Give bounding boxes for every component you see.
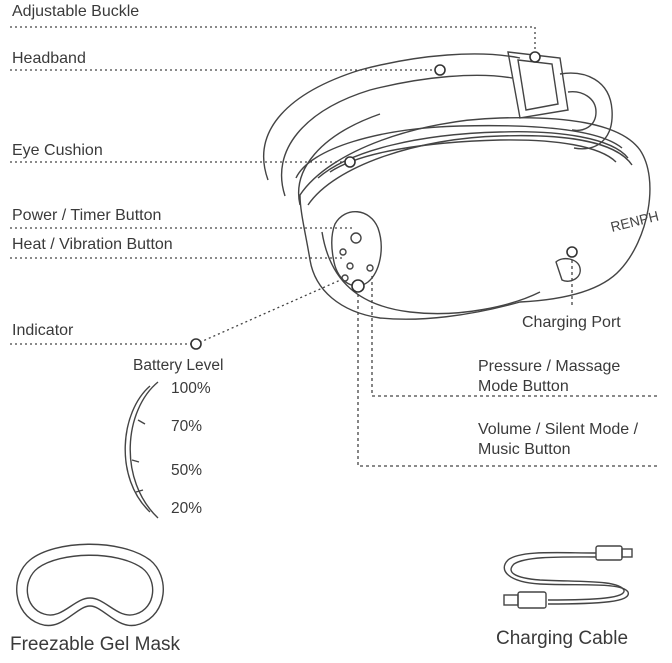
- label-volume-silent-line1: Volume / Silent Mode /: [478, 421, 639, 438]
- battery-level-100: 100%: [171, 380, 211, 397]
- label-indicator: Indicator: [12, 322, 74, 339]
- mode-icon: [366, 264, 374, 272]
- adjustable-buckle-drawing: [507, 51, 613, 150]
- vibration-icon: [346, 262, 354, 270]
- label-adjustable-buckle: Adjustable Buckle: [12, 3, 140, 20]
- battery-indicator-arc: [124, 381, 159, 519]
- gel-mask-drawing: [16, 543, 164, 627]
- battery-level-20: 20%: [171, 500, 203, 517]
- label-power-timer-button: Power / Timer Button: [12, 207, 162, 224]
- charging-cable-drawing: [503, 545, 633, 609]
- label-freezable-gel-mask: Freezable Gel Mask: [10, 634, 181, 655]
- battery-level-50: 50%: [171, 462, 203, 479]
- battery-level-70: 70%: [171, 418, 203, 435]
- volume-icon: [341, 274, 349, 282]
- label-pressure-massage-line1: Pressure / Massage: [478, 358, 621, 375]
- label-charging-port: Charging Port: [522, 314, 621, 331]
- label-pressure-massage-line2: Mode Button: [478, 378, 569, 395]
- heat-icon: [339, 248, 347, 256]
- label-heat-vibration-button: Heat / Vibration Button: [12, 236, 173, 253]
- power-icon: [350, 232, 362, 244]
- label-eye-cushion: Eye Cushion: [12, 142, 103, 159]
- label-headband: Headband: [12, 50, 86, 67]
- headband-drawing: [263, 53, 521, 206]
- brand-logo-text: RENPH: [609, 208, 660, 235]
- leader-lines: [10, 26, 660, 467]
- callout-pins: [190, 51, 578, 350]
- mask-body-drawing: RENPH: [295, 116, 660, 320]
- label-battery-level: Battery Level: [133, 357, 224, 374]
- label-volume-silent-line2: Music Button: [478, 441, 571, 458]
- label-charging-cable: Charging Cable: [496, 628, 629, 649]
